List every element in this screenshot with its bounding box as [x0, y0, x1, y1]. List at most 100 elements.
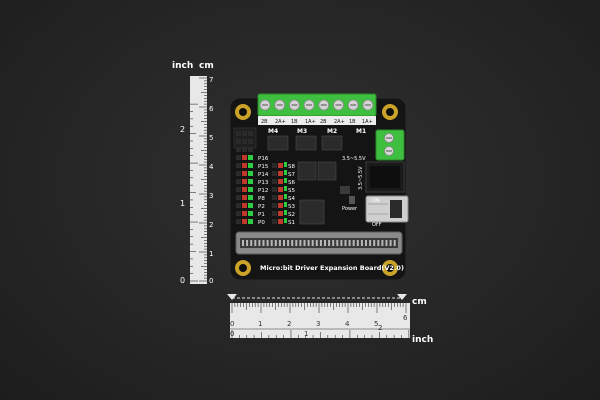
horizontal-ruler-inch-unit: inch — [412, 335, 433, 345]
edge-contact — [278, 240, 281, 246]
header-pin — [236, 195, 241, 200]
edge-contact — [246, 240, 249, 246]
horizontal-ruler-cm-label: 3 — [316, 320, 320, 328]
servo-pin — [272, 195, 277, 200]
edge-contact — [307, 240, 310, 246]
horizontal-ruler-ticks — [231, 303, 410, 338]
edge-contact — [365, 240, 367, 246]
gpio-labels: P16 P15 P14 P13 P12 P8 P2 P1 P0 — [258, 156, 269, 226]
header-pin — [242, 187, 247, 192]
switch-on-label: ON — [372, 198, 380, 204]
terminal-label: 1B — [349, 119, 356, 125]
vertical-ruler-inch-labels: 2 1 0 — [180, 125, 185, 285]
edge-contact — [369, 240, 372, 246]
edge-contact — [299, 240, 302, 246]
edge-contact — [287, 240, 290, 246]
vertical-ruler-inch-label: 2 — [180, 125, 185, 134]
pin-label: P12 — [258, 188, 268, 194]
servo-pin — [272, 171, 277, 176]
pin-label: P15 — [258, 164, 269, 170]
motor-label-m2: M2 — [327, 128, 337, 135]
servo-pin — [284, 210, 287, 215]
status-led — [349, 196, 355, 204]
header-pin — [248, 131, 253, 136]
terminal-label: 2B — [320, 119, 327, 125]
power-switch: ON OFF Power — [342, 195, 409, 228]
pin-label: P16 — [258, 156, 269, 162]
header-pin — [242, 131, 247, 136]
header-pin — [242, 147, 247, 152]
edge-contact — [291, 240, 294, 246]
edge-contact — [332, 240, 335, 246]
edge-contact — [270, 240, 273, 246]
header-pin — [236, 179, 241, 184]
driver-chip — [267, 135, 289, 151]
edge-contact — [303, 240, 306, 246]
vertical-ruler-inch-label: 1 — [180, 199, 185, 208]
header-pin — [248, 139, 253, 144]
header-pin — [242, 195, 247, 200]
header-pin — [248, 155, 253, 160]
horizontal-ruler-inch-label: 0 — [230, 330, 234, 338]
vertical-ruler-cm-label: 5 — [209, 134, 213, 142]
servo-pin — [284, 218, 287, 223]
horizontal-ruler-cm-label: 0 — [230, 320, 234, 328]
horizontal-ruler-cm-label: 6 — [403, 314, 408, 322]
servo-pin — [272, 179, 277, 184]
mounting-holes — [235, 104, 398, 276]
edge-contact — [311, 240, 314, 246]
motor-terminal-block: 2B 2A+ 1B 1A+ 2B 2A+ 1B 1A+ M4 M3 M2 M1 — [257, 93, 377, 135]
switch-off-label: OFF — [372, 222, 382, 228]
edge-contact — [360, 240, 363, 246]
header-pin — [248, 163, 253, 168]
servo-pin — [278, 171, 283, 176]
servo-pin — [278, 195, 283, 200]
driver-board: 2B 2A+ 1B 1A+ 2B 2A+ 1B 1A+ M4 M3 M2 M1 — [229, 93, 409, 281]
pin-label: P1 — [258, 212, 265, 218]
horizontal-ruler-inch-label: 1 — [304, 330, 308, 338]
header-pin — [236, 171, 241, 176]
header-pin — [248, 171, 253, 176]
header-pin — [236, 147, 241, 152]
header-pin — [242, 179, 247, 184]
edge-contact — [344, 240, 347, 246]
horizontal-ruler-cm-label: 4 — [345, 320, 350, 328]
edge-contact — [315, 240, 318, 246]
vertical-ruler-cm-labels: 7 6 5 4 3 2 1 0 — [209, 76, 214, 285]
edge-contact — [373, 240, 376, 246]
servo-pin — [272, 163, 277, 168]
servo-label: S7 — [288, 172, 295, 178]
terminal-label: 2A+ — [275, 119, 286, 125]
header-pin — [248, 195, 253, 200]
horizontal-ruler: cm 0 1 2 3 4 5 6 0 1 2 inch — [227, 294, 433, 345]
header-pin — [236, 203, 241, 208]
servo-pin — [278, 187, 283, 192]
servo-pin — [278, 219, 283, 224]
servo-pin — [278, 203, 283, 208]
header-pin — [242, 155, 247, 160]
edge-contact — [389, 240, 392, 246]
header-pin — [236, 219, 241, 224]
servo-label: S1 — [288, 220, 295, 226]
edge-contact — [319, 240, 322, 246]
pin-label: P0 — [258, 220, 265, 226]
horizontal-ruler-cm-label: 1 — [258, 320, 262, 328]
pin-label: P2 — [258, 204, 265, 210]
header-pin — [248, 203, 253, 208]
servo-pin — [272, 203, 277, 208]
vertical-ruler-cm-unit: cm — [199, 61, 214, 71]
edge-contact — [274, 240, 277, 246]
terminal-label: 2B — [261, 119, 268, 125]
horizontal-ruler-strip — [230, 303, 410, 338]
servo-pin — [278, 211, 283, 216]
motor-label-m4: M4 — [268, 128, 278, 135]
header-pin — [242, 171, 247, 176]
edge-contact — [262, 240, 265, 246]
power-terminal — [375, 129, 405, 161]
pin-label: P8 — [258, 196, 265, 202]
motor-label-m1: M1 — [356, 128, 366, 135]
servo-pin — [284, 186, 287, 191]
horizontal-ruler-cm-label: 2 — [287, 320, 291, 328]
terminal-label-strip — [258, 116, 376, 125]
